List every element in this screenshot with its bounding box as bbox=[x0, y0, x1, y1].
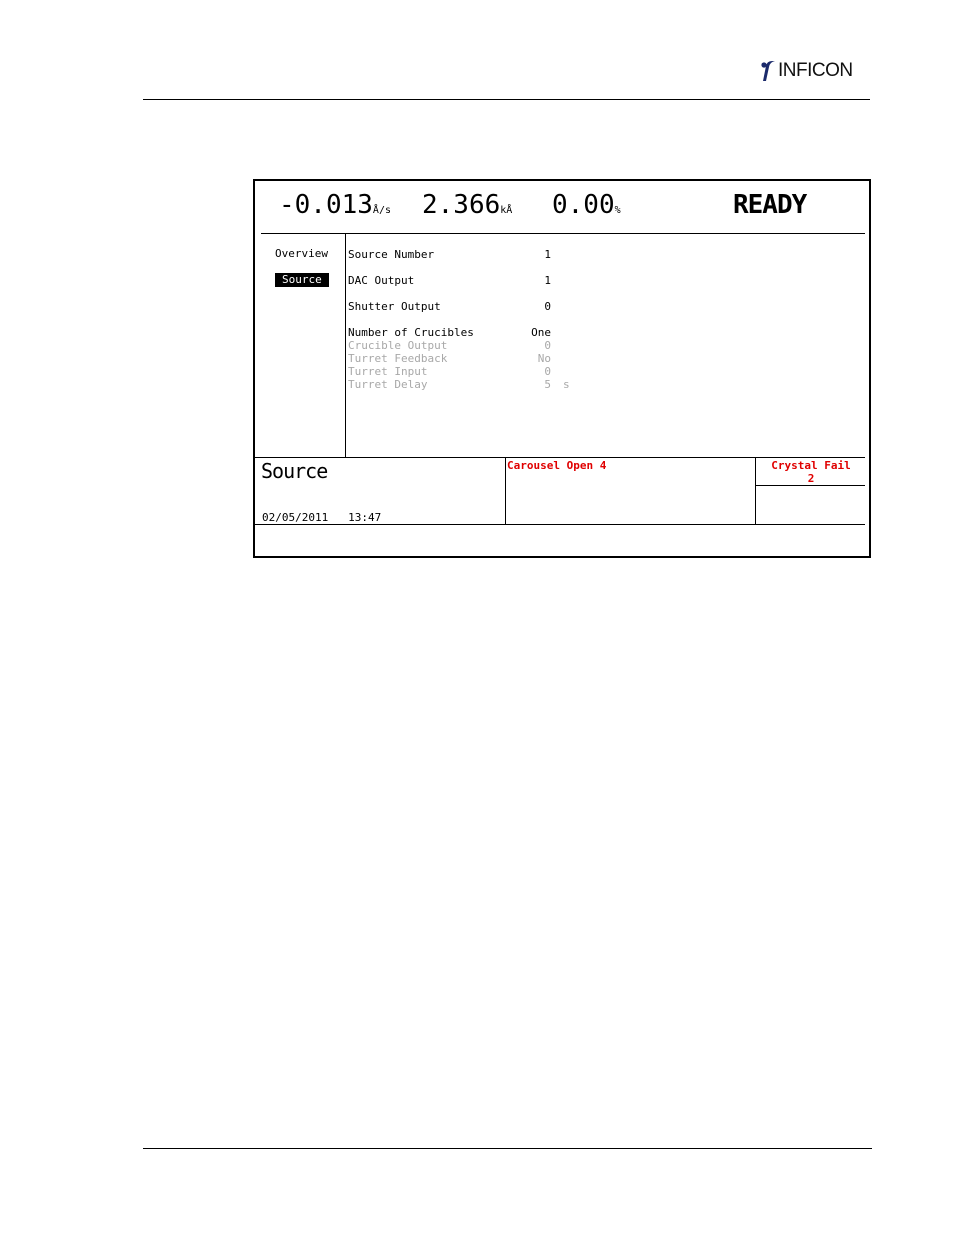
page-title: Source bbox=[261, 458, 327, 484]
inficon-logo-icon bbox=[760, 60, 776, 82]
thickness-unit: kÅ bbox=[500, 205, 512, 216]
status-divider bbox=[255, 457, 865, 458]
param-source-number-value[interactable]: 1 bbox=[495, 248, 551, 261]
power-readout: 0.00% bbox=[552, 187, 621, 229]
param-turret-feedback-value: No bbox=[495, 352, 551, 365]
menu-item-overview[interactable]: Overview bbox=[275, 247, 328, 261]
param-crucible-output-value: 0 bbox=[495, 339, 551, 352]
date-time: 02/05/2011 13:47 bbox=[262, 511, 381, 525]
param-turret-input-label: Turret Input bbox=[348, 365, 427, 378]
brand-name: INFICON bbox=[778, 60, 853, 82]
param-turret-input-value: 0 bbox=[495, 365, 551, 378]
menu-item-source[interactable]: Source bbox=[275, 273, 329, 287]
power-value: 0.00 bbox=[552, 190, 615, 220]
param-turret-delay-label: Turret Delay bbox=[348, 378, 427, 391]
footer-rule bbox=[143, 1148, 872, 1149]
param-dac-output-label: DAC Output bbox=[348, 274, 414, 287]
crystal-fail-status: Crystal Fail 2 bbox=[757, 459, 865, 485]
alarm-message: Carousel Open 4 bbox=[507, 459, 606, 472]
param-turret-delay-unit: s bbox=[563, 378, 570, 391]
param-crucible-output-label: Crucible Output bbox=[348, 339, 447, 352]
param-turret-delay-value: 5 bbox=[495, 378, 551, 391]
process-status: READY bbox=[733, 187, 806, 223]
menu-divider bbox=[345, 233, 346, 457]
param-shutter-output-label: Shutter Output bbox=[348, 300, 441, 313]
inficon-logo: INFICON bbox=[760, 58, 853, 84]
device-screen: -0.013Å/s 2.366kÅ 0.00% READY Overview S… bbox=[253, 179, 871, 558]
param-turret-feedback-label: Turret Feedback bbox=[348, 352, 447, 365]
param-number-of-crucibles-label: Number of Crucibles bbox=[348, 326, 474, 339]
param-number-of-crucibles-value[interactable]: One bbox=[495, 326, 551, 339]
param-source-number-label: Source Number bbox=[348, 248, 434, 261]
thickness-value: 2.366 bbox=[422, 190, 500, 220]
readout-divider bbox=[261, 233, 865, 234]
param-dac-output-value[interactable]: 1 bbox=[495, 274, 551, 287]
date-value: 02/05/2011 bbox=[262, 511, 328, 524]
alarm-divider-left bbox=[505, 457, 506, 524]
rate-unit: Å/s bbox=[373, 205, 391, 216]
crystal-fail-label: Crystal Fail bbox=[757, 459, 865, 472]
param-shutter-output-value[interactable]: 0 bbox=[495, 300, 551, 313]
rate-readout: -0.013Å/s bbox=[279, 187, 391, 229]
alarm-divider-right bbox=[755, 457, 756, 524]
crystal-divider bbox=[755, 485, 865, 486]
time-value: 13:47 bbox=[348, 511, 381, 524]
thickness-readout: 2.366kÅ bbox=[422, 187, 512, 229]
crystal-fail-number: 2 bbox=[757, 472, 865, 485]
header-rule bbox=[143, 99, 870, 100]
rate-value: -0.013 bbox=[279, 190, 373, 220]
power-unit: % bbox=[615, 205, 621, 216]
